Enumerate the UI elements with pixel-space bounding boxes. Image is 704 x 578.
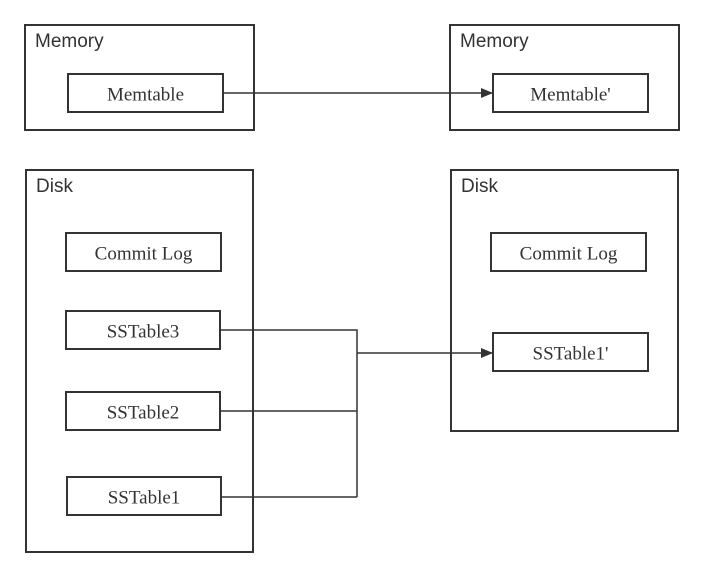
memtable-new-box: [492, 73, 649, 113]
commit-log-right-box: [490, 232, 647, 272]
memtable-label: Memtable: [107, 84, 184, 105]
edge-sstable3-merge: [220, 329, 358, 497]
node-sstable3: SSTable3: [65, 310, 221, 350]
node-commit-log-left: Commit Log: [65, 232, 222, 272]
commit-log-right-label: Commit Log: [520, 243, 618, 264]
disk-container-right-frame: [450, 169, 679, 432]
commit-log-left-box: [65, 232, 222, 272]
sstable2-box: [65, 391, 221, 431]
node-memtable-new: Memtable': [492, 73, 649, 113]
sstable1-new-box: [492, 332, 649, 372]
disk-container-left-label: Disk: [36, 176, 73, 197]
sstable3-box: [65, 310, 221, 350]
sstable2-label: SSTable2: [107, 402, 180, 423]
node-sstable1-new: SSTable1': [492, 332, 649, 372]
node-memtable: Memtable: [67, 73, 224, 113]
sstable1-box: [66, 476, 222, 516]
memtable-box: [67, 73, 224, 113]
disk-container-right: Disk: [450, 169, 679, 432]
sstable1-new-label: SSTable1': [533, 343, 609, 364]
commit-log-left-label: Commit Log: [95, 243, 193, 264]
sstable3-label: SSTable3: [107, 321, 180, 342]
disk-container-right-label: Disk: [461, 176, 498, 197]
node-sstable2: SSTable2: [65, 391, 221, 431]
memory-container-left-label: Memory: [35, 31, 104, 52]
node-commit-log-right: Commit Log: [490, 232, 647, 272]
edges: [220, 88, 493, 498]
memory-container-right-label: Memory: [460, 31, 529, 52]
sstable1-label: SSTable1: [108, 487, 181, 508]
node-sstable1: SSTable1: [66, 476, 222, 516]
memtable-new-label: Memtable': [530, 84, 610, 105]
